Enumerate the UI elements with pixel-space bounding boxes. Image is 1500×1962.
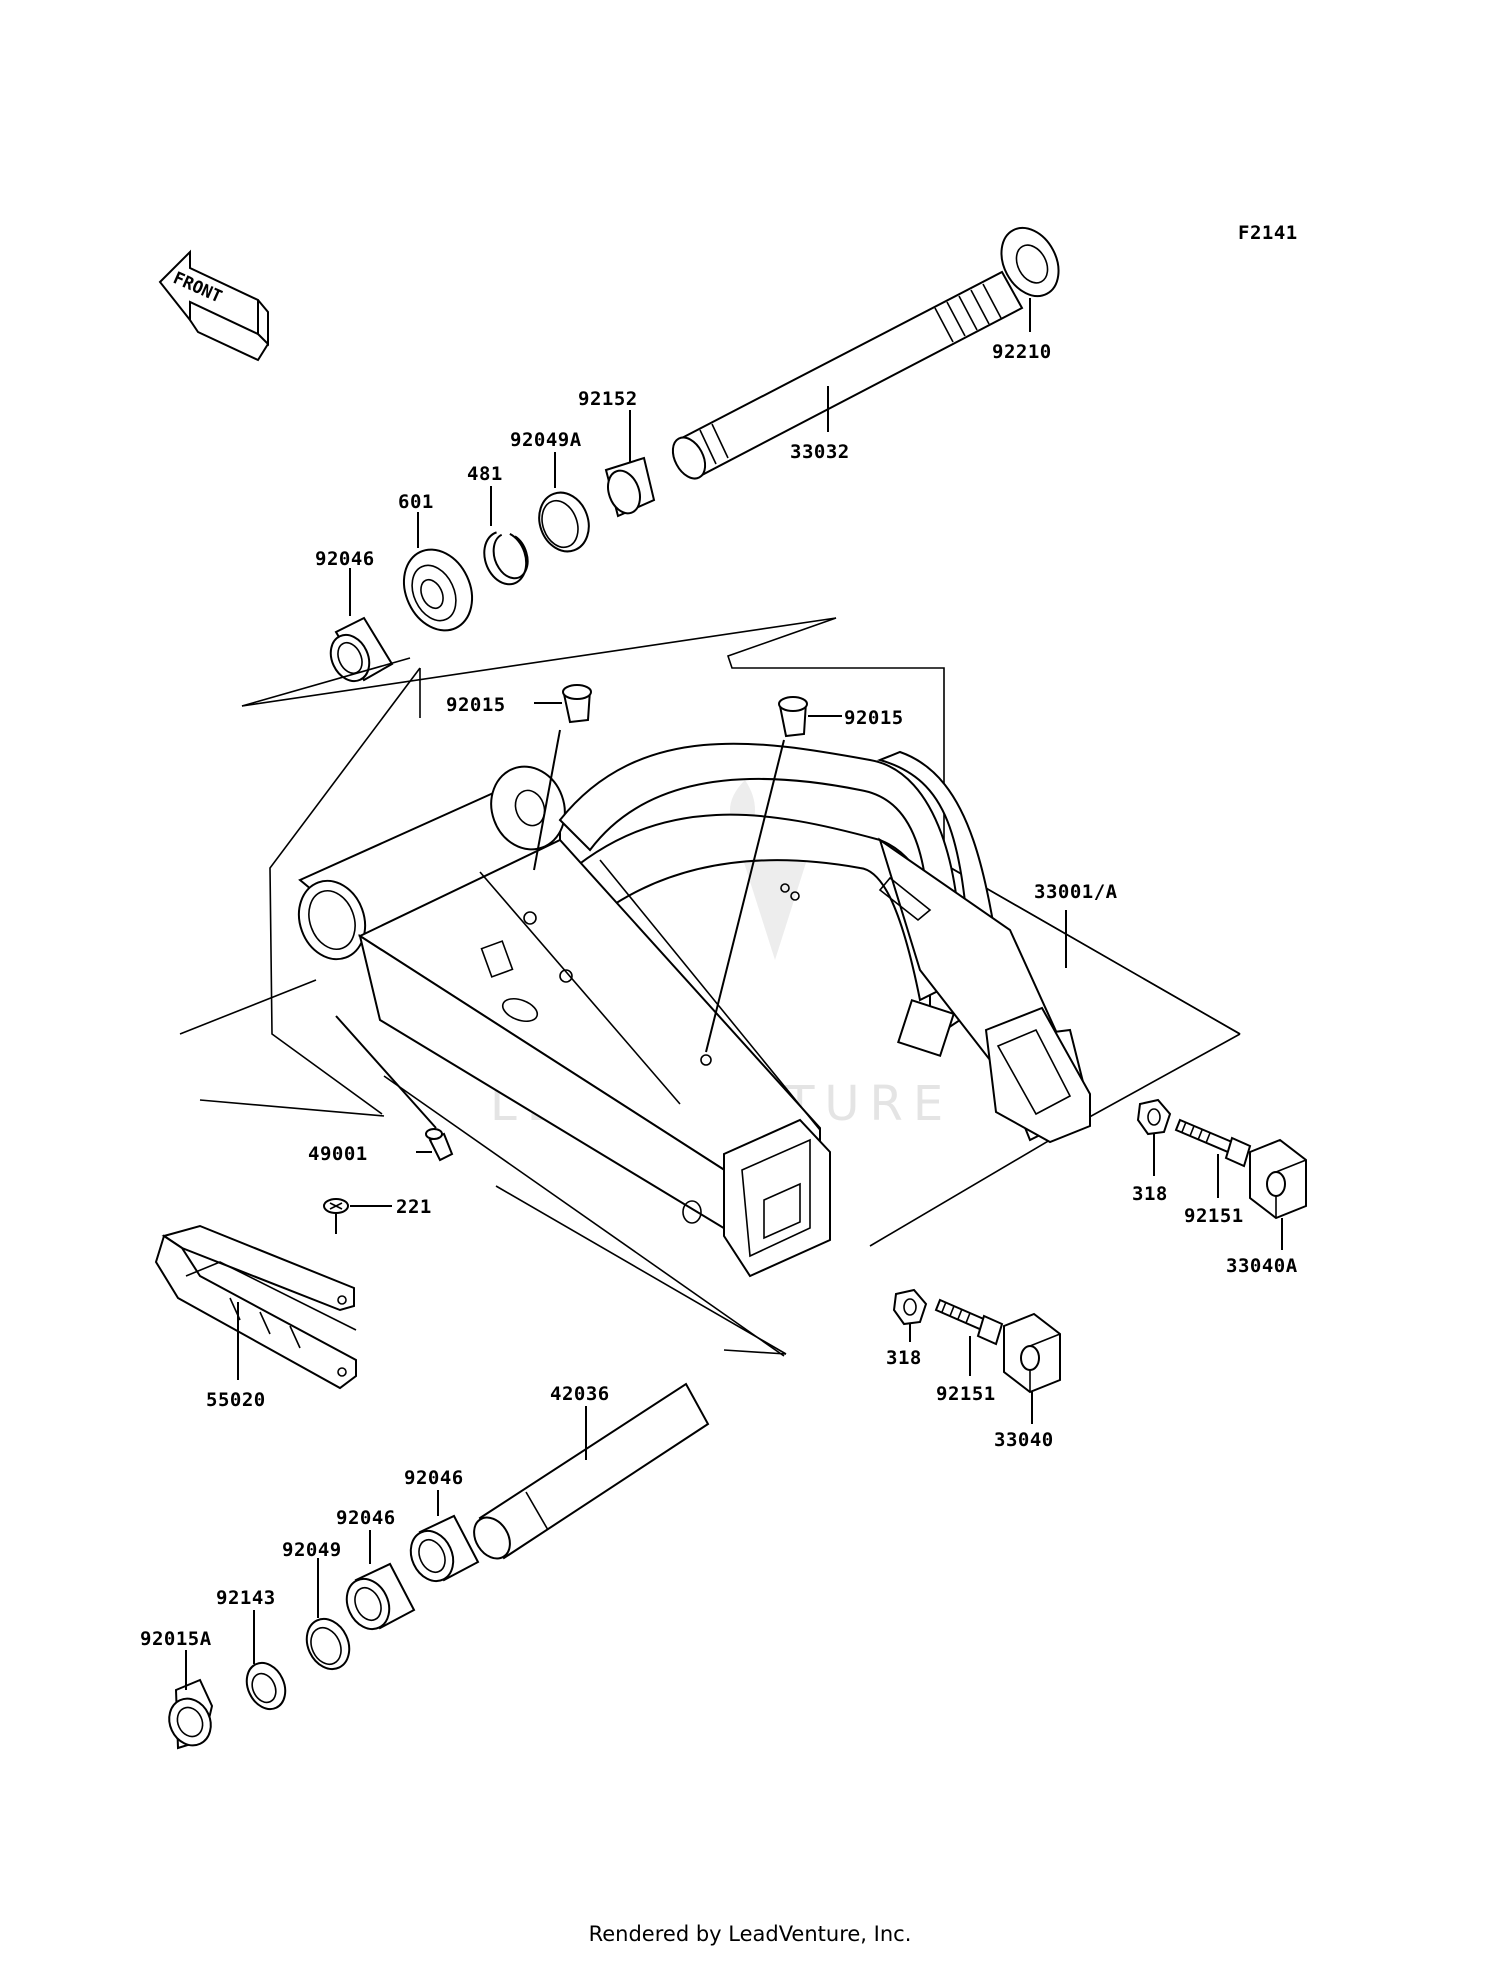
part-92049-sleeve[interactable] bbox=[299, 1558, 357, 1676]
label-221[interactable]: 221 bbox=[396, 1196, 432, 1218]
part-33040-adjuster-block[interactable] bbox=[1003, 1312, 1061, 1424]
part-49001-grease-fitting[interactable] bbox=[335, 1015, 454, 1162]
label-92015-left[interactable]: 92015 bbox=[446, 694, 506, 716]
label-92015-right[interactable]: 92015 bbox=[844, 707, 904, 729]
part-92151-bolt-right[interactable] bbox=[1174, 1118, 1252, 1198]
footer-credit: Rendered by LeadVenture, Inc. bbox=[588, 1922, 912, 1946]
guide-lines bbox=[179, 617, 1241, 1357]
part-33040A-adjuster-block[interactable] bbox=[1249, 1138, 1307, 1250]
label-318-left[interactable]: 318 bbox=[886, 1347, 922, 1369]
part-318-nut-left[interactable] bbox=[892, 1288, 928, 1342]
part-55020-chain-guard[interactable] bbox=[154, 1224, 357, 1390]
label-92046-b[interactable]: 92046 bbox=[336, 1507, 396, 1529]
part-92143-collar[interactable] bbox=[240, 1610, 293, 1715]
part-92015-left[interactable] bbox=[533, 684, 592, 871]
front-arrow-icon: FRONT bbox=[158, 249, 269, 362]
label-33040[interactable]: 33040 bbox=[994, 1429, 1054, 1451]
part-92151-bolt-left[interactable] bbox=[934, 1298, 1004, 1376]
part-92152-collar[interactable] bbox=[602, 410, 656, 518]
label-92049A[interactable]: 92049A bbox=[510, 429, 582, 451]
part-33032-pivot-shaft[interactable] bbox=[666, 270, 1024, 484]
part-481-circlip[interactable] bbox=[477, 486, 533, 590]
part-92049A-sleeve[interactable] bbox=[531, 452, 597, 558]
label-33001A[interactable]: 33001/A bbox=[1034, 881, 1118, 903]
part-92046-needle-bearing-a[interactable] bbox=[403, 1490, 480, 1588]
part-221-screw[interactable] bbox=[323, 1198, 392, 1234]
part-601-ball-bearing[interactable] bbox=[391, 512, 485, 642]
front-label: FRONT bbox=[170, 268, 225, 307]
part-92046-needle-bearing-top[interactable] bbox=[324, 568, 394, 687]
label-92015A[interactable]: 92015A bbox=[140, 1628, 212, 1650]
label-92143[interactable]: 92143 bbox=[216, 1587, 276, 1609]
part-92210-nut[interactable] bbox=[990, 218, 1070, 332]
part-42036-sleeve[interactable] bbox=[467, 1382, 710, 1565]
label-49001[interactable]: 49001 bbox=[308, 1143, 368, 1165]
part-92046-needle-bearing-b[interactable] bbox=[339, 1530, 416, 1636]
part-92015A-cap[interactable] bbox=[162, 1650, 219, 1752]
label-92049[interactable]: 92049 bbox=[282, 1539, 342, 1561]
part-33001A-swingarm[interactable] bbox=[288, 742, 1092, 1278]
part-318-nut-right[interactable] bbox=[1136, 1098, 1172, 1176]
figure-code: F2141 bbox=[1238, 222, 1298, 244]
label-92151-left[interactable]: 92151 bbox=[936, 1383, 996, 1405]
label-92151-right[interactable]: 92151 bbox=[1184, 1205, 1244, 1227]
label-92046-top[interactable]: 92046 bbox=[315, 548, 375, 570]
label-33040A[interactable]: 33040A bbox=[1226, 1255, 1298, 1277]
label-601[interactable]: 601 bbox=[398, 491, 434, 513]
label-92152[interactable]: 92152 bbox=[578, 388, 638, 410]
label-33032[interactable]: 33032 bbox=[790, 441, 850, 463]
part-92015-right[interactable] bbox=[705, 696, 842, 1053]
label-318-right[interactable]: 318 bbox=[1132, 1183, 1168, 1205]
label-481[interactable]: 481 bbox=[467, 463, 503, 485]
label-55020[interactable]: 55020 bbox=[206, 1389, 266, 1411]
label-42036[interactable]: 42036 bbox=[550, 1383, 610, 1405]
label-92210[interactable]: 92210 bbox=[992, 341, 1052, 363]
label-92046-a[interactable]: 92046 bbox=[404, 1467, 464, 1489]
